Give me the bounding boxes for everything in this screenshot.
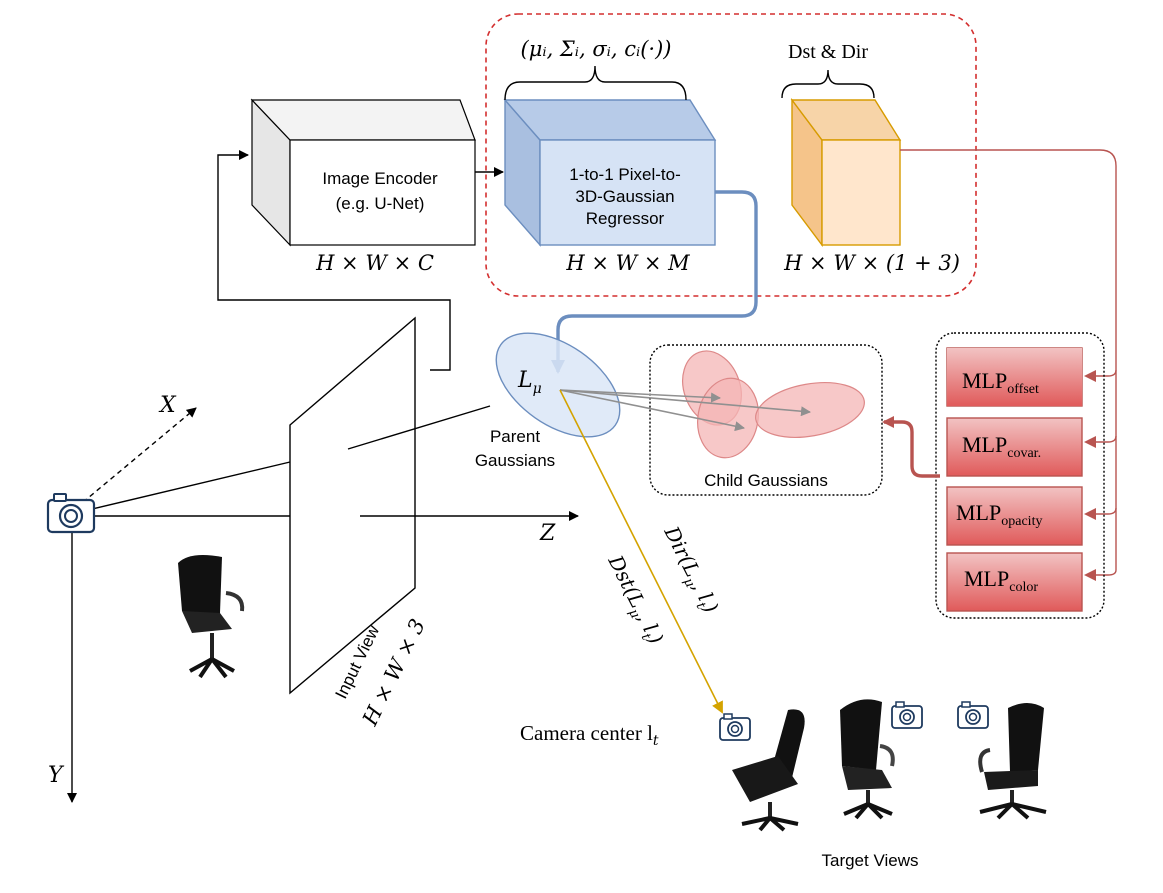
encoder-dims: H × W × C xyxy=(315,251,434,275)
regressor-group-box xyxy=(485,13,977,297)
dst-dir-dims: H × W × (1 + 3) xyxy=(783,251,960,275)
dst-label: Dst(Lμ, lt) xyxy=(600,550,669,649)
mlp-opacity-sub: opacity xyxy=(1001,514,1042,529)
mlp-color-sub: color xyxy=(1009,580,1038,595)
regressor-label-2: 3D-Gaussian xyxy=(575,187,674,206)
parent-symbol: Lμ xyxy=(517,368,542,397)
mlp-color-name: MLP xyxy=(964,566,1009,591)
encoder-label-2: (e.g. U-Net) xyxy=(336,194,425,213)
encoder-label-1: Image Encoder xyxy=(322,169,438,188)
mlp-covar-sub: covar. xyxy=(1007,446,1041,461)
regressor-block: 1-to-1 Pixel-to- 3D-Gaussian Regressor H… xyxy=(503,98,717,275)
regressor-brace xyxy=(504,65,687,101)
mlp-offset-block: MLPoffset xyxy=(946,347,1083,407)
camera-center-label: Camera center lt xyxy=(520,721,659,749)
input-chair-image xyxy=(178,555,245,679)
target-chair-3 xyxy=(978,703,1047,820)
mlp-offset-sub: offset xyxy=(1007,382,1039,397)
mlp-opacity-block: MLPopacity xyxy=(946,486,1083,546)
mlp-offset-name: MLP xyxy=(962,368,1007,393)
child-gaussians-label: Child Gaussians xyxy=(704,471,828,490)
parent-gaussian-ellipse xyxy=(495,332,621,438)
child-gaussians-box xyxy=(649,344,883,496)
regressor-dims: H × W × M xyxy=(565,251,690,275)
target-camera-icon-2 xyxy=(891,701,923,729)
parent-label-1: Parent xyxy=(490,427,540,446)
svg-text:MLPcovar.: MLPcovar. xyxy=(962,432,1041,461)
dir-label: Dir(Lμ, lt) xyxy=(656,521,724,618)
mlp-opacity-name: MLP xyxy=(956,500,1001,525)
input-view-plane xyxy=(289,316,416,695)
svg-text:MLPopacity: MLPopacity xyxy=(956,500,1042,529)
image-encoder-block: Image Encoder (e.g. U-Net) H × W × C xyxy=(250,98,476,275)
svg-text:MLPcolor: MLPcolor xyxy=(964,566,1038,595)
axis-x: X xyxy=(158,393,177,418)
dst-dir-label: Dst & Dir xyxy=(788,41,868,63)
target-chair-2 xyxy=(840,699,895,820)
dst-dir-block xyxy=(790,97,902,248)
axis-y: Y xyxy=(48,763,65,788)
mlp-covar-name: MLP xyxy=(962,432,1007,457)
axis-z: Z xyxy=(539,521,556,546)
svg-text:MLPoffset: MLPoffset xyxy=(962,368,1039,397)
regressor-label-1: 1-to-1 Pixel-to- xyxy=(569,165,680,184)
target-camera-icon-1 xyxy=(719,713,751,741)
dst-dir-brace xyxy=(781,69,875,99)
regressor-label-3: Regressor xyxy=(586,209,665,228)
target-camera-icon-3 xyxy=(957,701,989,729)
target-views-label: Target Views xyxy=(821,851,918,870)
input-camera-icon xyxy=(46,493,96,534)
target-chair-1 xyxy=(732,709,805,832)
mlp-color-block: MLPcolor xyxy=(946,552,1083,612)
regressor-params: (μᵢ, Σᵢ, σᵢ, cᵢ(·)) xyxy=(521,37,672,61)
mlp-covar-block: MLPcovar. xyxy=(946,417,1083,477)
parent-label-2: Gaussians xyxy=(475,451,555,470)
